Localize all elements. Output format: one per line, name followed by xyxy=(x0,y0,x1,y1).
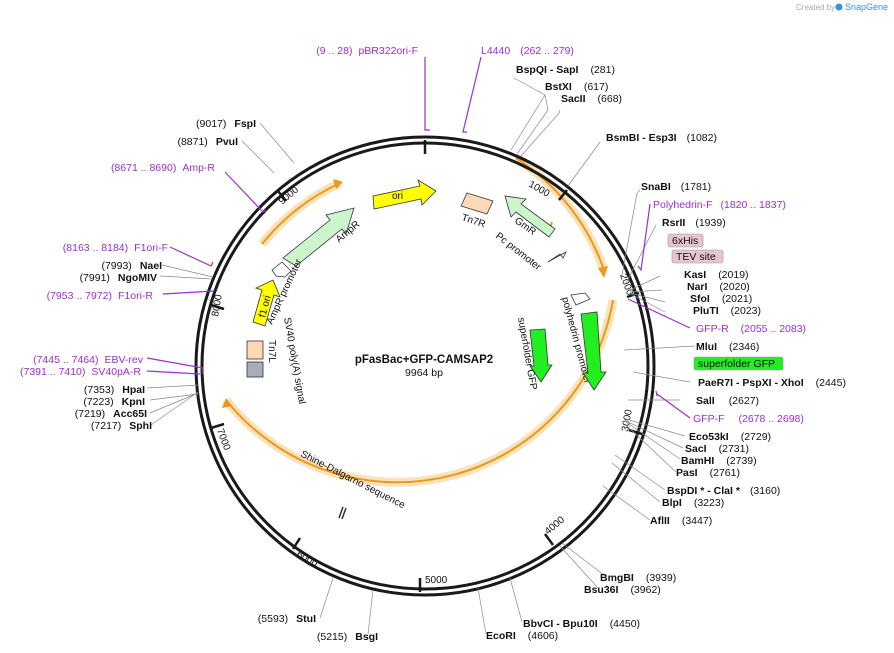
boxed-label-text: superfolder GFP xyxy=(698,358,775,370)
primer-labels: (9 .. 28)pBR322ori-F L4440(262 .. 279) P… xyxy=(20,45,806,425)
feature-superfolder-gfp[interactable] xyxy=(580,311,607,391)
enzyme-mlui[interactable]: MluI(2346) xyxy=(696,341,759,353)
enzyme-sfoi[interactable]: SfoI(2021) xyxy=(690,293,752,305)
tick-label: 4000 xyxy=(543,514,567,537)
enzyme-rsrii[interactable]: RsrII(1939) xyxy=(662,217,726,229)
tick-label: 5000 xyxy=(425,575,448,586)
enzyme-bsu36i[interactable]: Bsu36I(3962) xyxy=(584,584,661,596)
ticks xyxy=(210,140,643,592)
boxed-label-tev-site[interactable]: TEV site xyxy=(671,249,724,264)
feature-tn7r[interactable]: Tn7R xyxy=(460,192,494,230)
plasmid-length: 9964 bp xyxy=(405,367,443,379)
enzyme-sali[interactable]: SalI(2627) xyxy=(696,395,759,407)
enzyme-bspdi-clai[interactable]: BspDI * - ClaI *(3160) xyxy=(667,485,780,497)
enzyme-pluti[interactable]: PluTI(2023) xyxy=(693,305,761,317)
enzyme-pvui[interactable]: (8871)PvuI xyxy=(177,136,238,148)
enzyme-bstxi[interactable]: BstXI(617) xyxy=(545,81,608,93)
credit-prefix: Created by xyxy=(796,3,835,12)
enzyme-acc65i[interactable]: (7219)Acc65I xyxy=(75,408,147,420)
enzyme-hpai[interactable]: (7353)HpaI xyxy=(84,384,145,396)
boxed-label-superfolder-gfp[interactable]: superfolder GFP xyxy=(693,356,784,371)
enzyme-nari[interactable]: NarI(2020) xyxy=(687,281,750,293)
primer-gfp-f[interactable]: GFP-F(2678 .. 2698) xyxy=(693,413,804,425)
enzyme-ngomiv[interactable]: (7991)NgoMIV xyxy=(80,272,157,284)
enzyme-bsgi[interactable]: (5215)BsgI xyxy=(317,631,378,643)
enzyme-pasi[interactable]: PasI(2761) xyxy=(676,467,740,479)
snapgene-logo-icon xyxy=(835,3,843,11)
enzyme-sacii[interactable]: SacII(668) xyxy=(561,93,622,105)
feature-label: Tn7R xyxy=(460,212,487,230)
feature-label: ori xyxy=(392,191,403,202)
primer-gfp-r[interactable]: GFP-R(2055 .. 2083) xyxy=(696,323,806,335)
plasmid-name: pFasBac+GFP-CAMSAP2 xyxy=(355,354,493,366)
orf-arrow-head xyxy=(598,266,608,278)
feature-ori[interactable]: ori xyxy=(372,179,437,210)
enzyme-ecori[interactable]: EcoRI(4606) xyxy=(486,630,558,642)
primer-pbr322ori-f[interactable]: (9 .. 28)pBR322ori-F xyxy=(316,45,418,57)
feature-label: Pc promoter xyxy=(493,231,543,274)
primer-f1ori-f[interactable]: (8163 .. 8184)F1ori-F xyxy=(63,242,168,254)
enzyme-bamhi[interactable]: BamHI(2739) xyxy=(681,455,757,467)
feature-small-gfp-arrow[interactable]: superfolder GFP xyxy=(515,317,553,391)
tick-labels: 1000 2000 3000 4000 5000 6000 7000 8000 … xyxy=(210,179,635,586)
leader-lines xyxy=(146,77,696,635)
enzyme-paer7i-pspxi-xhoi[interactable]: PaeR7I - PspXI - XhoI(2445) xyxy=(698,377,846,389)
enzyme-bsmbi-esp3i[interactable]: BsmBI - Esp3I(1082) xyxy=(606,132,717,144)
enzyme-eco53ki[interactable]: Eco53kI(2729) xyxy=(689,431,771,443)
feature-label: SV40 poly(A) signal xyxy=(281,317,307,405)
primer-polyhedrin-f[interactable]: Polyhedrin-F(1820 .. 1837) xyxy=(653,199,786,211)
enzyme-naei[interactable]: (7993)NaeI xyxy=(101,260,162,272)
enzyme-stui[interactable]: (5593)StuI xyxy=(258,613,316,625)
tick-label: 8000 xyxy=(210,293,225,317)
enzyme-kpni[interactable]: (7223)KpnI xyxy=(83,396,145,408)
feature-gmr[interactable]: GmR xyxy=(504,195,556,238)
orf-arrow-head xyxy=(222,398,232,408)
feature-label: Tn7L xyxy=(266,340,277,363)
primer-amp-r[interactable]: (8671 .. 8690)Amp-R xyxy=(111,162,215,174)
enzyme-labels-left: (5215)BsgI (5593)StuI (7217)SphI (7219)A… xyxy=(75,118,378,643)
feature-tn7l[interactable]: Tn7L xyxy=(246,340,277,378)
enzyme-fspi[interactable]: (9017)FspI xyxy=(196,118,256,130)
backbone-outer xyxy=(194,135,656,597)
enzyme-sphi[interactable]: (7217)SphI xyxy=(91,420,152,432)
primer-f1ori-r[interactable]: (7953 .. 7972)F1ori-R xyxy=(47,290,154,302)
enzyme-bmgbi[interactable]: BmgBI(3939) xyxy=(600,572,676,584)
enzyme-snabi[interactable]: SnaBI(1781) xyxy=(641,181,711,193)
boxed-label-text: 6xHis xyxy=(672,235,698,247)
orf-arrow-head xyxy=(333,179,343,189)
boxed-label-6xhis[interactable]: 6xHis xyxy=(667,233,704,248)
enzyme-aflii[interactable]: AflII(3447) xyxy=(650,515,712,527)
enzyme-bspqi-sapi[interactable]: BspQI - SapI(281) xyxy=(516,64,615,76)
enzyme-saci[interactable]: SacI(2731) xyxy=(685,443,749,455)
primer-sv40pa-r[interactable]: (7391 .. 7410)SV40pA-R xyxy=(20,366,141,378)
enzyme-bbvci-bpu10i[interactable]: BbvCI - Bpu10I(4450) xyxy=(523,618,640,630)
feature-pc-promoter[interactable]: Pc promoter xyxy=(493,231,567,274)
enzyme-blpi[interactable]: BlpI(3223) xyxy=(662,497,724,509)
feature-sv40-polya: SV40 poly(A) signal xyxy=(281,317,307,405)
primer-l4440[interactable]: L4440(262 .. 279) xyxy=(481,45,574,57)
tick-label: 3000 xyxy=(620,408,635,432)
primer-marks xyxy=(146,56,691,419)
boxed-label-text: TEV site xyxy=(676,251,716,263)
enzyme-labels-right: BspQI - SapI(281) BstXI(617) SacII(668) … xyxy=(486,64,846,642)
primer-ebv-rev[interactable]: (7445 .. 7464)EBV-rev xyxy=(33,354,144,366)
credit-brand: SnapGene xyxy=(845,2,888,12)
enzyme-kasi[interactable]: KasI(2019) xyxy=(684,269,749,281)
